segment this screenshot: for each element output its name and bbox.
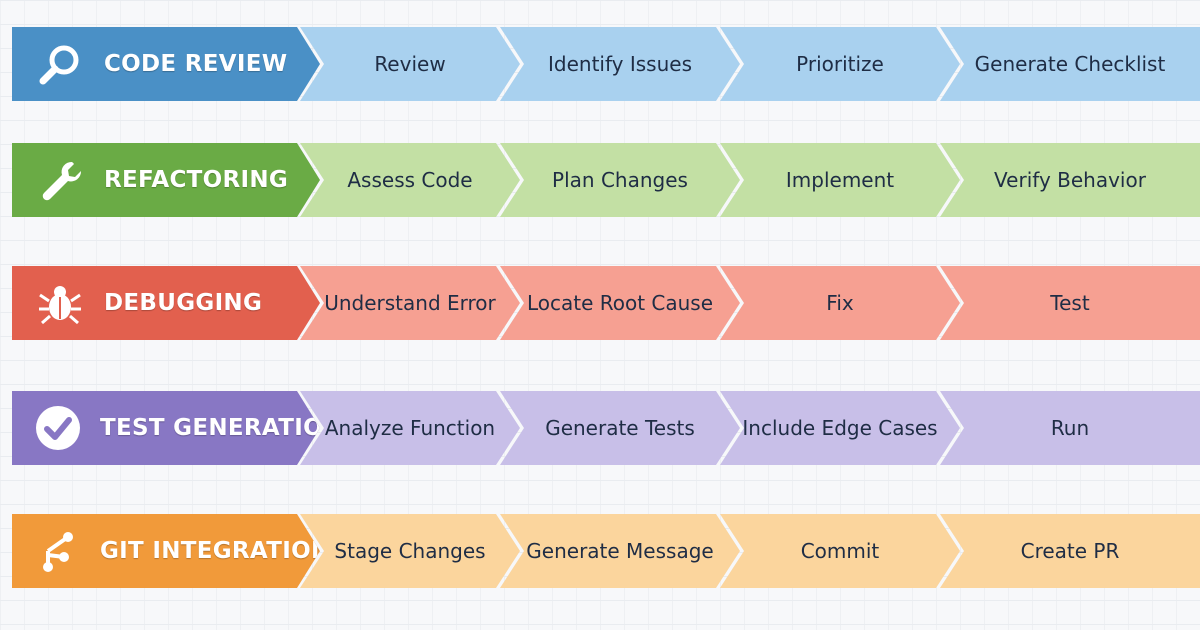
magnifier-icon	[34, 38, 86, 90]
step-chevron: Identify Issues	[500, 27, 740, 101]
step-label: Generate Message	[526, 539, 714, 563]
row-header: DEBUGGING	[12, 266, 320, 340]
step-label: Identify Issues	[548, 52, 692, 76]
step-label: Run	[1050, 416, 1090, 440]
step-label: Test	[1050, 291, 1090, 315]
step-chevron: Include Edge Cases	[720, 391, 960, 465]
step-chevron: Create PR	[940, 514, 1200, 588]
row-header: CODE REVIEW	[12, 27, 320, 101]
row-title: REFACTORING	[104, 167, 289, 193]
step-label: Include Edge Cases	[742, 416, 938, 440]
step-label: Understand Error	[324, 291, 496, 315]
step-label: Create PR	[1020, 539, 1120, 563]
step-chevron: Review	[300, 27, 520, 101]
step-chevron: Commit	[720, 514, 960, 588]
step-label: Stage Changes	[334, 539, 486, 563]
workflow-row-refactoring: REFACTORING Assess Code Plan Changes Imp…	[0, 134, 1200, 258]
row-title: GIT INTEGRATION	[100, 538, 331, 564]
step-label: Plan Changes	[552, 168, 688, 192]
step-label: Commit	[800, 539, 880, 563]
step-label: Review	[374, 52, 446, 76]
step-chevron: Implement	[720, 143, 960, 217]
step-chevron: Generate Message	[500, 514, 740, 588]
row-title: TEST GENERATION	[100, 415, 343, 441]
workflow-row-debugging: DEBUGGING Understand Error Locate Root C…	[0, 258, 1200, 382]
step-label: Verify Behavior	[994, 168, 1146, 192]
step-label: Prioritize	[796, 52, 884, 76]
step-chevron: Test	[940, 266, 1200, 340]
step-label: Generate Tests	[545, 416, 695, 440]
step-label: Generate Checklist	[974, 52, 1166, 76]
row-title: CODE REVIEW	[104, 51, 288, 77]
step-chevron: Locate Root Cause	[500, 266, 740, 340]
step-label: Locate Root Cause	[526, 291, 714, 315]
step-chevron: Run	[940, 391, 1200, 465]
step-label: Analyze Function	[324, 416, 496, 440]
step-label: Implement	[785, 168, 895, 192]
wrench-icon	[34, 154, 86, 206]
row-header: GIT INTEGRATION	[12, 514, 320, 588]
step-chevron: Assess Code	[300, 143, 520, 217]
step-chevron: Understand Error	[300, 266, 520, 340]
step-chevron: Generate Checklist	[940, 27, 1200, 101]
step-chevron: Generate Tests	[500, 391, 740, 465]
step-chevron: Verify Behavior	[940, 143, 1200, 217]
workflow-row-code-review: CODE REVIEW Review Identify Issues Prior…	[0, 10, 1200, 134]
workflow-row-test-generation: TEST GENERATION Analyze Function Generat…	[0, 382, 1200, 506]
row-header: REFACTORING	[12, 143, 320, 217]
git-branch-icon	[34, 525, 82, 577]
bug-icon	[34, 277, 86, 329]
step-chevron: Stage Changes	[300, 514, 520, 588]
step-label: Fix	[826, 291, 854, 315]
workflow-row-git-integration: GIT INTEGRATION Stage Changes Generate M…	[0, 506, 1200, 630]
step-chevron: Prioritize	[720, 27, 960, 101]
step-chevron: Fix	[720, 266, 960, 340]
step-chevron: Analyze Function	[300, 391, 520, 465]
checkmark-icon	[34, 402, 82, 454]
step-label: Assess Code	[347, 168, 473, 192]
row-title: DEBUGGING	[104, 290, 263, 316]
row-header: TEST GENERATION	[12, 391, 320, 465]
step-chevron: Plan Changes	[500, 143, 740, 217]
